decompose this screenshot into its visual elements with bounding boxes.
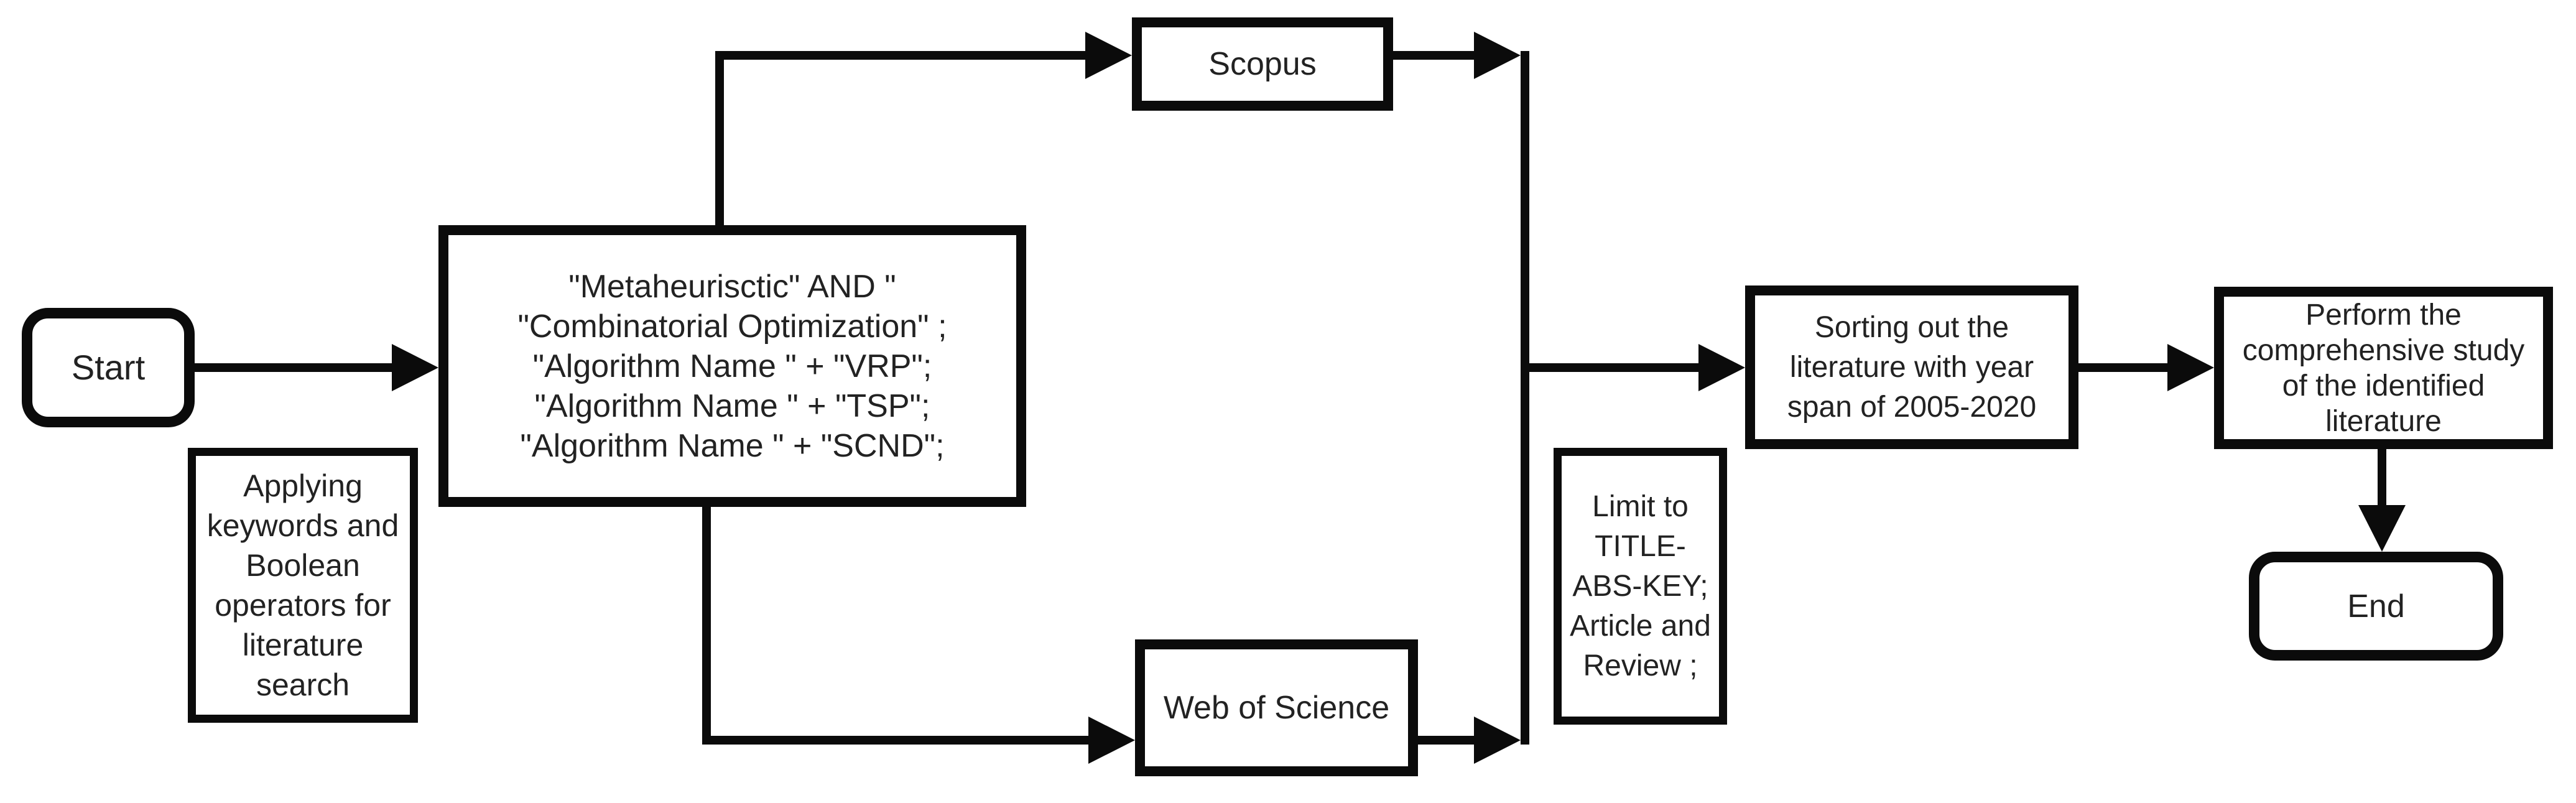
- arrow-query-to-scopus-head-icon: [1085, 32, 1132, 79]
- arrow-scopus-to-junction-head-icon: [1474, 32, 1521, 79]
- perform-study-node-label: Perform the comprehensive study of the i…: [2242, 298, 2525, 438]
- limit-title-abs-key-note-label: Limit to TITLE- ABS-KEY; Article and Rev…: [1570, 490, 1711, 682]
- web-of-science-node: Web of Science: [1135, 639, 1418, 776]
- arrow-junction-to-sorting-line: [1529, 363, 1698, 372]
- arrow-query-to-wos-rail-line: [702, 736, 1088, 745]
- junction-vertical-line: [1521, 51, 1529, 745]
- applying-keywords-note: Applying keywords and Boolean operators …: [188, 448, 418, 723]
- arrow-junction-to-sorting-head-icon: [1698, 344, 1745, 391]
- limit-title-abs-key-note: Limit to TITLE- ABS-KEY; Article and Rev…: [1554, 448, 1727, 725]
- arrow-sorting-to-perform-head-icon: [2167, 344, 2214, 391]
- arrow-scopus-to-junction-line: [1393, 51, 1474, 60]
- arrow-query-to-scopus-rail-line: [715, 51, 1085, 60]
- arrow-wos-to-junction-head-icon: [1474, 717, 1521, 764]
- sorting-literature-node: Sorting out the literature with year spa…: [1745, 285, 2078, 449]
- arrow-query-to-wos-stub-line: [702, 507, 711, 745]
- scopus-node-label: Scopus: [1208, 46, 1317, 82]
- arrow-query-to-wos-head-icon: [1088, 717, 1135, 764]
- arrow-sorting-to-perform-line: [2078, 363, 2167, 372]
- perform-study-node: Perform the comprehensive study of the i…: [2214, 287, 2553, 449]
- arrow-start-to-query-head-icon: [392, 344, 438, 391]
- arrow-query-to-scopus-stub-line: [715, 51, 724, 231]
- arrow-start-to-query-line: [195, 363, 395, 372]
- applying-keywords-note-label: Applying keywords and Boolean operators …: [206, 468, 399, 702]
- scopus-node: Scopus: [1132, 17, 1393, 111]
- end-node: End: [2249, 552, 2503, 661]
- arrow-perform-to-end-head-icon: [2358, 505, 2406, 552]
- start-node-label: Start: [71, 348, 146, 387]
- start-node: Start: [22, 308, 195, 427]
- search-query-node-label: "Metaheurisctic" AND " "Combinatorial Op…: [517, 268, 947, 464]
- sorting-literature-node-label: Sorting out the literature with year spa…: [1787, 310, 2037, 424]
- web-of-science-node-label: Web of Science: [1163, 690, 1390, 726]
- end-node-label: End: [2347, 588, 2405, 624]
- arrow-perform-to-end-line: [2378, 449, 2386, 508]
- arrow-wos-to-junction-line: [1418, 736, 1474, 745]
- search-query-node: "Metaheurisctic" AND " "Combinatorial Op…: [438, 225, 1026, 507]
